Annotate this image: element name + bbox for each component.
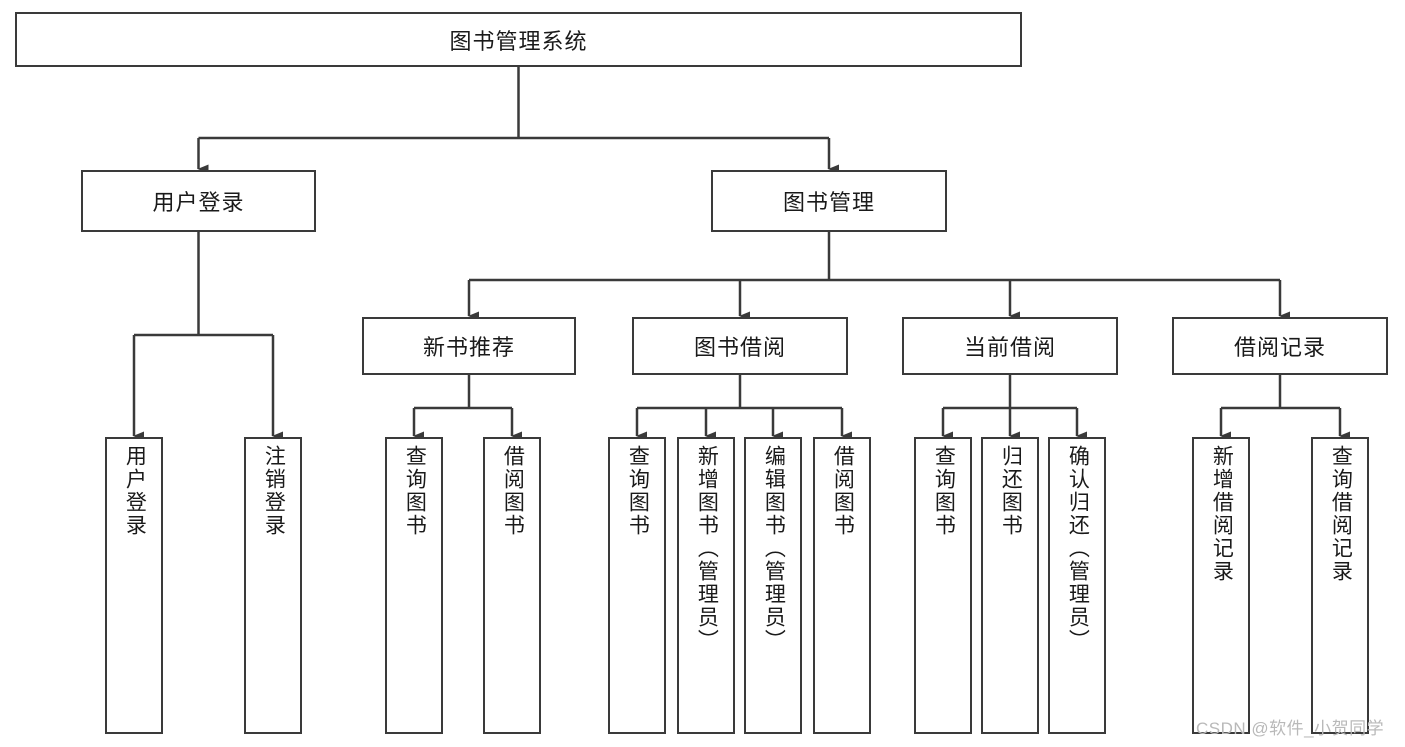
node-label: 图书管理系统 [449,28,588,54]
node-leaf-add-book[interactable]: 新增图书（管理员） [677,437,735,734]
node-leaf-user-login[interactable]: 用户登录 [105,437,163,734]
node-label: 查询图书 [932,445,956,537]
node-new-book-recommend[interactable]: 新书推荐 [362,317,576,375]
node-leaf-return-book[interactable]: 归还图书 [981,437,1039,734]
node-book-borrow[interactable]: 图书借阅 [632,317,848,375]
node-label: 查询图书 [626,445,650,537]
node-borrow-record[interactable]: 借阅记录 [1172,317,1388,375]
node-label: 查询借阅记录 [1329,445,1353,583]
node-label: 图书借阅 [693,335,786,360]
node-label: 归还图书 [999,445,1023,537]
node-leaf-edit-book[interactable]: 编辑图书（管理员） [744,437,802,734]
node-leaf-query-book-1[interactable]: 查询图书 [385,437,443,734]
node-current-borrow[interactable]: 当前借阅 [902,317,1118,375]
node-leaf-borrow-book-2[interactable]: 借阅图书 [813,437,871,734]
node-leaf-query-book-2[interactable]: 查询图书 [608,437,666,734]
node-leaf-confirm-return[interactable]: 确认归还（管理员） [1048,437,1106,734]
node-leaf-borrow-book-1[interactable]: 借阅图书 [483,437,541,734]
node-label: 用户登录 [152,190,245,215]
node-leaf-query-book-3[interactable]: 查询图书 [914,437,972,734]
node-label: 新增借阅记录 [1210,445,1234,583]
node-book-manage[interactable]: 图书管理 [711,170,947,232]
node-label: 借阅图书 [501,445,525,537]
watermark-label: CSDN @软件_小贺同学 [1196,719,1385,738]
node-root[interactable]: 图书管理系统 [15,12,1022,67]
node-label: 借阅图书 [831,445,855,537]
node-label: 用户登录 [123,445,147,537]
node-label: 编辑图书（管理员） [762,445,786,652]
node-label: 借阅记录 [1233,335,1326,360]
node-leaf-query-record[interactable]: 查询借阅记录 [1311,437,1369,734]
node-label: 查询图书 [403,445,427,537]
node-label: 当前借阅 [963,335,1056,360]
node-label: 新书推荐 [422,335,515,360]
node-leaf-logout[interactable]: 注销登录 [244,437,302,734]
node-label: 新增图书（管理员） [695,445,719,652]
node-label: 图书管理 [782,190,875,215]
node-label: 注销登录 [262,445,286,537]
node-user-login[interactable]: 用户登录 [81,170,316,232]
connector-lines [132,67,1350,441]
node-leaf-add-record[interactable]: 新增借阅记录 [1192,437,1250,734]
node-label: 确认归还（管理员） [1066,445,1090,652]
